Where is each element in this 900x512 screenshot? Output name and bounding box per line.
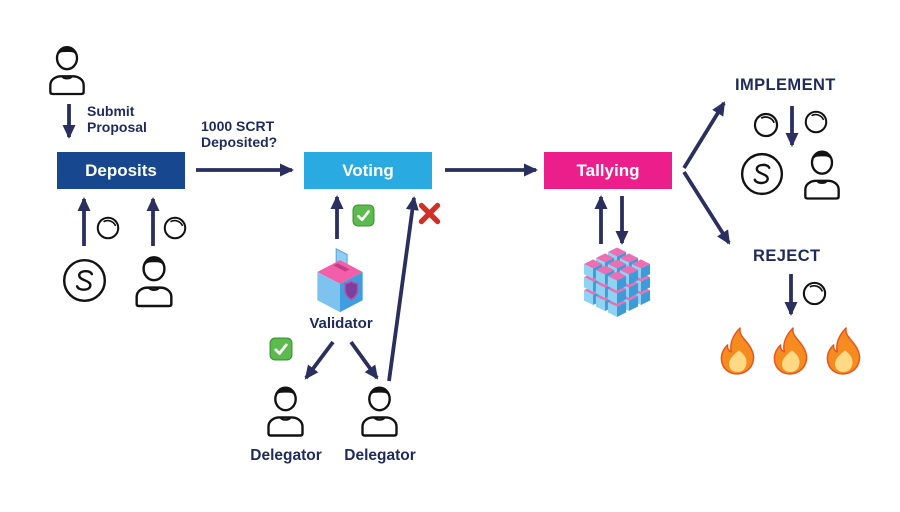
fire-icon [773, 327, 808, 375]
coin-icon [804, 110, 828, 134]
green-check-icon [269, 337, 293, 361]
fire-icon [720, 327, 755, 375]
tallying-stage-box: Tallying [544, 152, 672, 189]
depositor-person-icon [135, 255, 173, 308]
fire-icon [826, 327, 861, 375]
red-x-icon [421, 205, 437, 221]
deposits-stage-box: Deposits [57, 152, 185, 189]
delegator-label-1: Delegator [250, 447, 322, 464]
ballot-box-icon [316, 248, 364, 313]
secret-s-coin-icon [740, 152, 784, 196]
delegator-person-icon [267, 385, 304, 437]
validator-label: Validator [309, 315, 373, 332]
flow-arrows [62, 101, 799, 382]
submit-proposal-line2: Proposal [87, 119, 147, 136]
arrow-validator-to-delegator-1 [304, 340, 335, 380]
deposit-question-line2: Deposited? [201, 134, 278, 151]
coin-icon [753, 112, 779, 138]
arrow-branch-implement [682, 101, 726, 169]
arrow-validator-to-delegator-2 [349, 340, 379, 380]
delegator-label-2: Delegator [344, 447, 416, 464]
reject-label: REJECT [753, 247, 821, 265]
implement-label: IMPLEMENT [735, 76, 836, 94]
submit-proposal-label: Submit Proposal [87, 103, 147, 135]
arrow-branch-reject [682, 170, 731, 245]
green-check-icon [352, 204, 375, 227]
coin-icon [163, 216, 187, 240]
secret-s-coin-icon [62, 258, 107, 303]
block-lattice-icon [583, 247, 651, 317]
coin-icon [96, 216, 120, 240]
deposit-question-line1: 1000 SCRT [201, 118, 275, 134]
implement-person-icon [804, 149, 840, 200]
proposer-person-icon [49, 45, 85, 96]
deposit-question-label: 1000 SCRT Deposited? [201, 118, 277, 150]
submit-proposal-line1: Submit [87, 103, 135, 119]
delegator-person-icon [361, 385, 398, 437]
voting-stage-box: Voting [304, 152, 432, 189]
arrow-delegator-vote [387, 196, 419, 382]
coin-icon [802, 281, 827, 306]
